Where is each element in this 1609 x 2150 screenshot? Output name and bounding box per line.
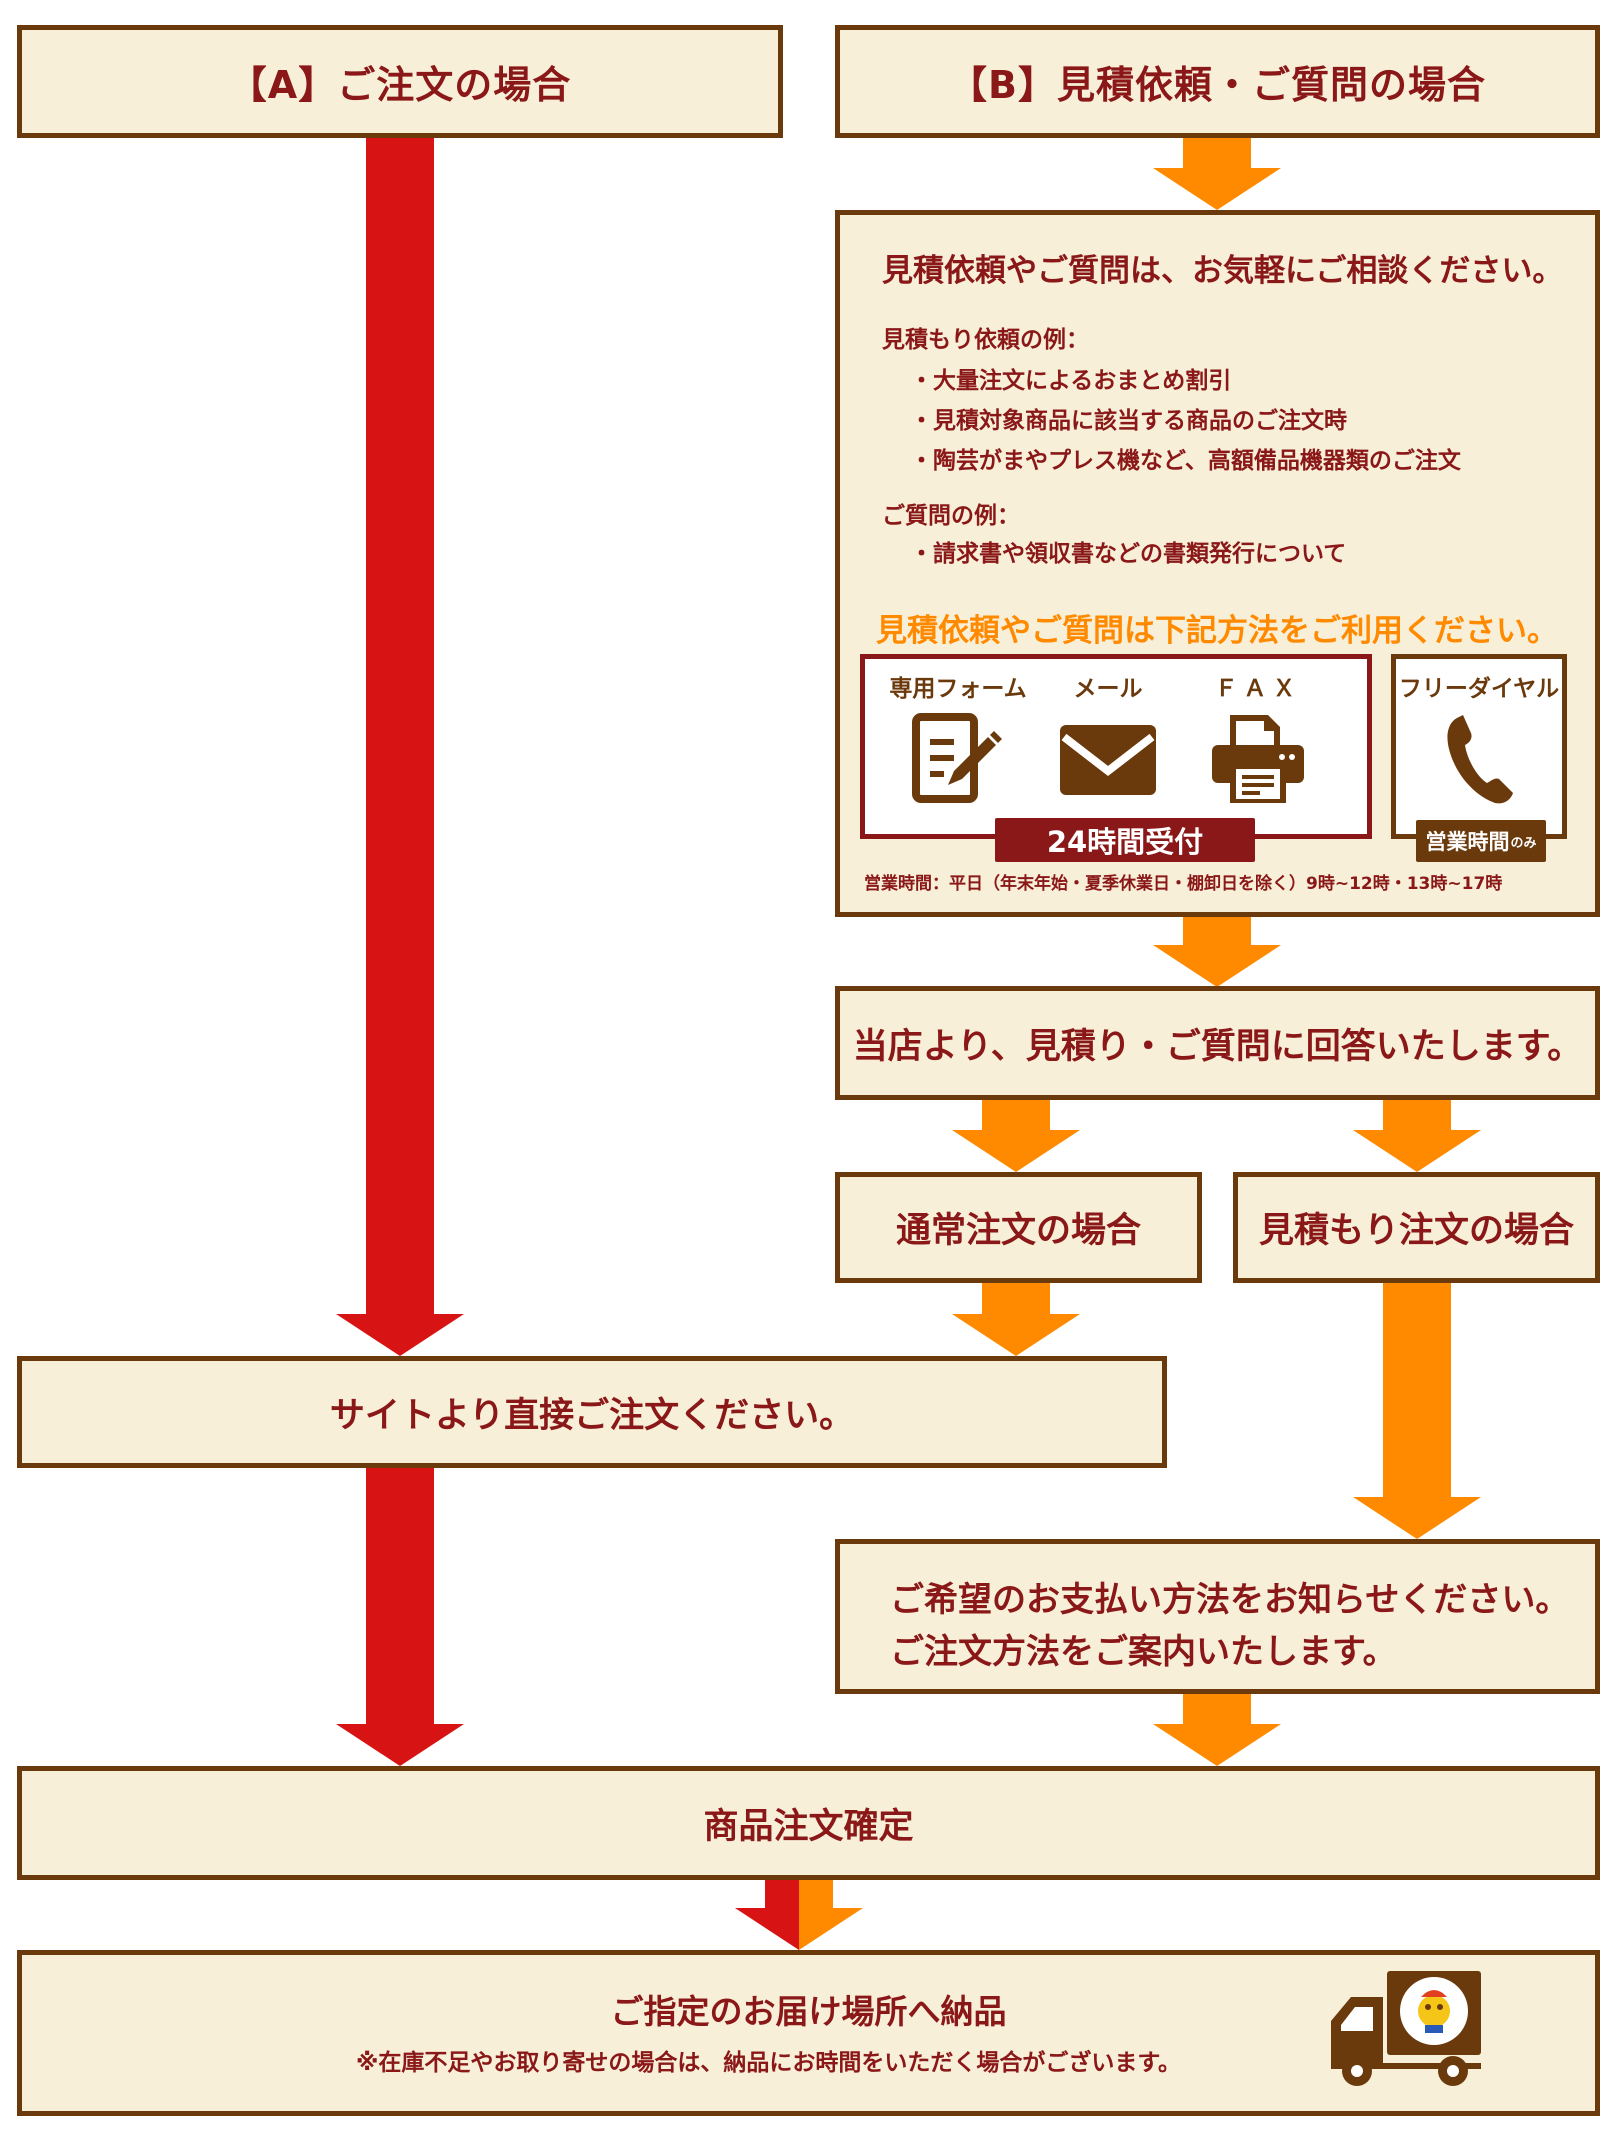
phone-icon [1447,715,1513,804]
estimate-examples-title: 見積もり依頼の例： [882,327,1089,353]
fax-icon [1212,715,1304,803]
delivery-box: ご指定のお届け場所へ納品 ※在庫不足やお取り寄せの場合は、納品にお時間をいただく… [17,1950,1600,2116]
direct-order-text: サイトより直接ご注文ください。 [329,1395,855,1436]
path-a-header: 【A】ご注文の場合 [17,25,783,138]
arrow-answer-to-estimate-order [1353,1100,1481,1172]
method-mail[interactable]: メール [1033,669,1183,803]
form-icon [912,713,1002,803]
path-a-header-text: 【A】ご注文の場合 [228,63,572,107]
arrow-direct-order-to-confirm [336,1468,464,1766]
payment-line: ご希望のお支払い方法をお知らせください。 [890,1580,1570,1620]
arrow-a-to-direct-order [336,138,464,1356]
method-fax-label: ＦＡＸ [1214,676,1302,702]
arrow-b-to-info [1153,138,1281,210]
business-hours-note: 営業時間：平日（年末年始・夏季休業日・棚卸日を除く）9時~12時・13時~17時 [864,874,1503,894]
delivery-truck-icon [1331,1971,1481,2086]
method-mail-label: メール [1073,676,1143,702]
delivery-note: ※在庫不足やお取り寄せの場合は、納品にお時間をいただく場合がございます。 [355,2050,1182,2076]
payment-line: ご注文方法をご案内いたします。 [890,1632,1397,1672]
normal-order-text: 通常注文の場合 [895,1211,1141,1251]
inquiry-info-box: 見積依頼やご質問は、お気軽にご相談ください。 見積もり依頼の例： ・大量注文によ… [835,210,1600,917]
estimate-example-item: ・大量注文によるおまとめ割引 [910,368,1232,394]
method-form-label: 専用フォーム [889,676,1027,702]
contact-methods-cta: 見積依頼やご質問は下記方法をご利用ください。 [876,613,1558,649]
path-b-header: 【B】見積依頼・ご質問の場合 [835,25,1600,138]
question-example-item: ・請求書や領収書などの書類発行について [910,541,1347,567]
answer-box: 当店より、見積り・ご質問に回答いたします。 [835,986,1600,1100]
method-fax[interactable]: ＦＡＸ [1183,669,1333,803]
method-form[interactable]: 専用フォーム [883,669,1033,803]
order-confirm-text: 商品注文確定 [703,1806,914,1847]
delivery-title: ご指定のお届け場所へ納品 [610,1992,1007,2031]
arrow-info-to-answer [1153,917,1281,987]
payment-info-box: ご希望のお支払い方法をお知らせください。 ご注文方法をご案内いたします。 [835,1539,1600,1694]
normal-order-box: 通常注文の場合 [835,1172,1202,1283]
estimate-example-item: ・陶芸がまやプレス機など、高額備品機器類のご注文 [910,448,1461,474]
answer-text: 当店より、見積り・ご質問に回答いたします。 [852,1026,1583,1067]
badge-hours-suffix: のみ [1510,835,1537,851]
estimate-order-text: 見積もり注文の場合 [1258,1211,1574,1251]
free-dial[interactable]: フリーダイヤル 営業時間のみ [1391,654,1567,862]
path-b-header-text: 【B】見積依頼・ご質問の場合 [949,63,1486,107]
arrow-normal-to-direct-order [952,1283,1080,1356]
estimate-example-item: ・見積対象商品に該当する商品のご注文時 [910,408,1347,434]
contact-methods-24h: 専用フォーム メール ＦＡＸ [860,654,1372,862]
mail-icon [1060,725,1156,795]
badge-24h: 24時間受付 [995,818,1255,862]
badge-hours-text: 営業時間 [1425,830,1510,854]
estimate-order-box: 見積もり注文の場合 [1233,1172,1600,1283]
free-dial-label: フリーダイヤル [1398,676,1560,702]
question-examples-title: ご質問の例： [882,503,1020,529]
direct-order-box: サイトより直接ご注文ください。 [17,1356,1167,1468]
arrow-confirm-to-delivery [735,1880,863,1950]
arrow-estimate-to-payment [1353,1283,1481,1539]
badge-business-hours-only: 営業時間のみ [1416,820,1546,862]
arrow-answer-to-normal-order [952,1100,1080,1172]
order-confirm-box: 商品注文確定 [17,1766,1600,1880]
arrow-payment-to-confirm [1153,1694,1281,1766]
inquiry-lead: 見積依頼やご質問は、お気軽にご相談ください。 [882,253,1564,289]
